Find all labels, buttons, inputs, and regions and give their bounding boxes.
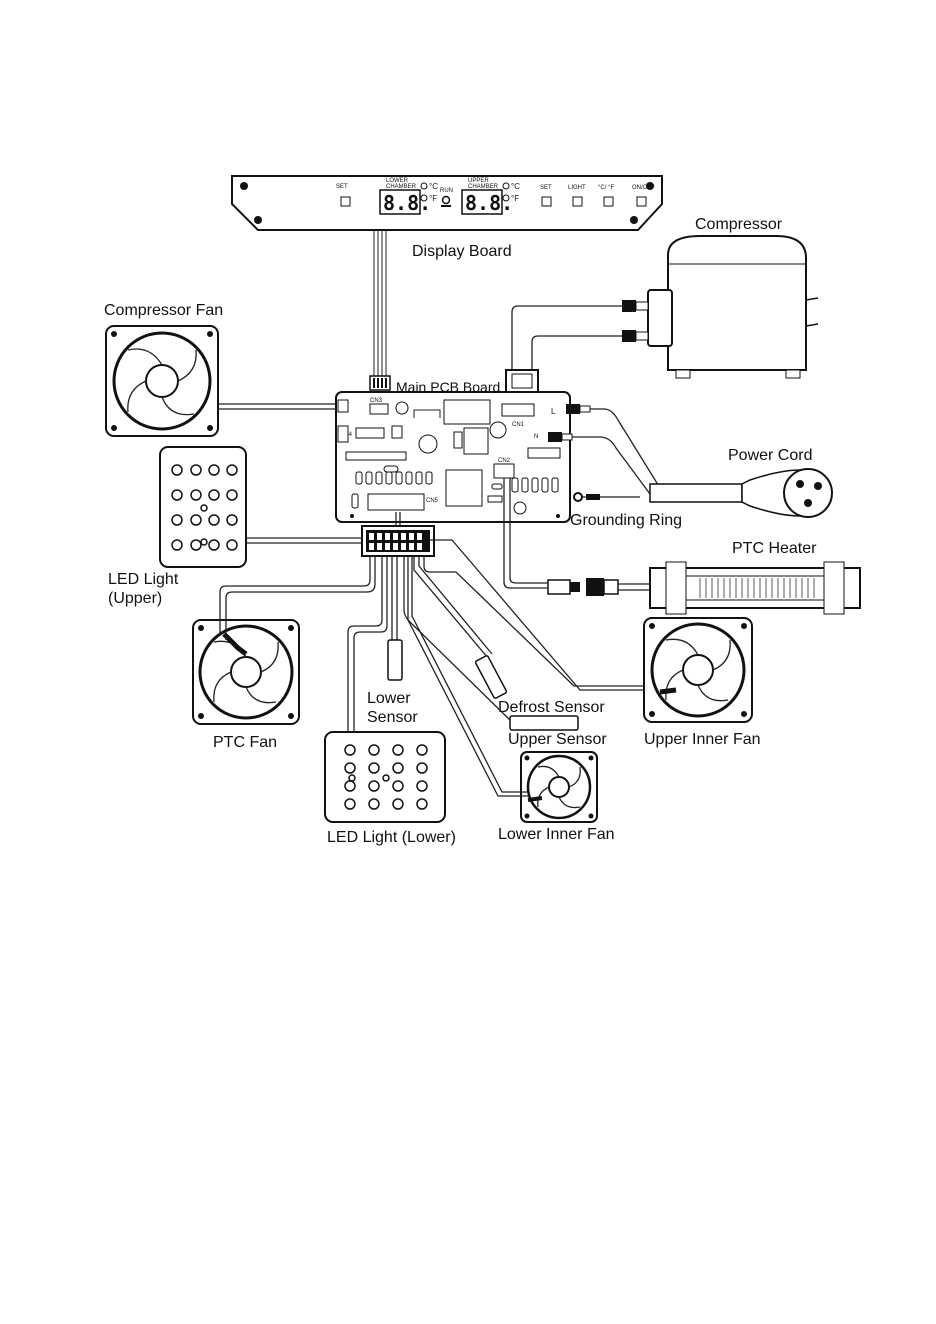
pcb-l-label: L xyxy=(551,407,556,416)
lower-chamber-label-1: LOWER xyxy=(386,178,409,184)
compressor-wiring xyxy=(505,300,649,393)
cn3-label: CN3 xyxy=(370,398,383,404)
grounding-ring-label: Grounding Ring xyxy=(570,512,682,529)
upper-inner-fan xyxy=(643,617,753,723)
run-label: RUN xyxy=(440,188,453,194)
compressor-label: Compressor xyxy=(695,216,783,233)
upper-chamber-label-1: UPPER xyxy=(468,178,489,184)
display-board: SET LOWER CHAMBER 8.8. °C °F RUN UPPER C… xyxy=(231,175,663,231)
display-ribbon-cable xyxy=(369,230,391,391)
compressor-fan-label: Compressor Fan xyxy=(104,302,223,319)
ptc-fan-label: PTC Fan xyxy=(213,734,277,751)
lower-inner-fan xyxy=(520,751,598,823)
cn5-label: CN5 xyxy=(426,498,439,504)
upper-sensor xyxy=(403,556,579,731)
lower-sensor xyxy=(387,556,403,681)
pcb-n-label: N xyxy=(534,434,538,440)
cn2-label: CN2 xyxy=(498,458,511,464)
upper-fahrenheit-label: °F xyxy=(511,194,519,203)
cn1-label: CN1 xyxy=(512,422,525,428)
run-indicator xyxy=(441,195,451,205)
upper-sensor-label: Upper Sensor xyxy=(508,731,607,748)
main-pcb-label: Main PCB Board xyxy=(396,379,500,395)
ptc-fan xyxy=(192,619,300,725)
lower-fahrenheit-label: °F xyxy=(429,194,437,203)
defrost-sensor xyxy=(413,556,508,699)
lower-celsius-label: °C xyxy=(429,182,438,191)
led-light-lower xyxy=(324,731,446,823)
compressor-fan xyxy=(105,325,219,437)
led-light-lower-label: LED Light (Lower) xyxy=(327,829,456,846)
power-cord-label: Power Cord xyxy=(728,447,812,464)
upper-chamber-label-2: CHAMBER xyxy=(468,184,499,190)
display-set-label-right: SET xyxy=(540,185,552,191)
lower-sensor-label-2: Sensor xyxy=(367,709,418,726)
cf-button-label: °C/ °F xyxy=(598,185,614,191)
ptc-heater xyxy=(503,478,861,615)
led-light-upper-label-2: (Upper) xyxy=(108,590,162,607)
power-cord-wiring xyxy=(548,404,833,518)
upper-celsius-label: °C xyxy=(511,182,520,191)
led-light-upper-label-1: LED Light xyxy=(108,571,179,588)
cn5-connector-hub xyxy=(361,512,435,557)
onoff-button-label: ON/OFF xyxy=(632,185,655,191)
ptc-heater-label: PTC Heater xyxy=(732,540,817,557)
light-button-label: LIGHT xyxy=(568,185,586,191)
main-pcb-board: CN3 CN1 L CN4 N CN2 xyxy=(335,391,571,523)
display-set-label-left: SET xyxy=(336,184,348,190)
lower-inner-fan-label: Lower Inner Fan xyxy=(498,826,615,843)
defrost-sensor-label: Defrost Sensor xyxy=(498,699,605,716)
lower-sensor-label-1: Lower xyxy=(367,690,411,707)
display-board-label: Display Board xyxy=(412,243,512,260)
led-light-upper xyxy=(159,446,247,568)
lower-chamber-label-2: CHAMBER xyxy=(386,184,417,190)
upper-inner-fan-label: Upper Inner Fan xyxy=(644,731,761,748)
compressor xyxy=(647,235,819,379)
